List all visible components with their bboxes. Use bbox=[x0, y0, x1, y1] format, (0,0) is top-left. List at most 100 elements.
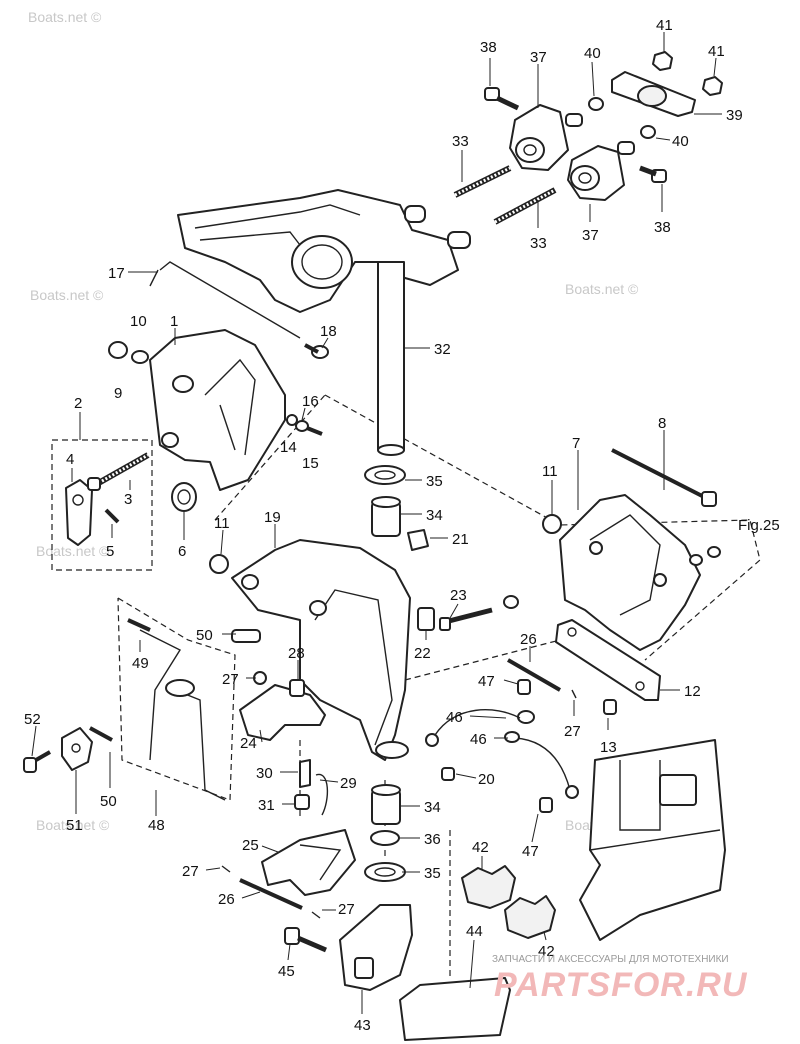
callout-label: 16 bbox=[302, 393, 319, 410]
steering-shaft bbox=[377, 261, 405, 456]
watermark: Boats.net © bbox=[565, 281, 639, 297]
shaft-bushings-lower bbox=[364, 784, 406, 882]
callout-label: 37 bbox=[530, 49, 547, 66]
clamp-bracket bbox=[559, 448, 721, 651]
leader-lines bbox=[31, 32, 722, 1014]
pin-26-lower bbox=[221, 865, 321, 919]
callout-label: 11 bbox=[214, 515, 230, 532]
group-box-2 bbox=[51, 439, 153, 571]
callout-label: 33 bbox=[452, 133, 469, 150]
callout-label: 40 bbox=[584, 45, 601, 62]
callout-label: 31 bbox=[258, 797, 275, 814]
callout-label: 28 bbox=[288, 645, 305, 662]
stern-bracket bbox=[231, 539, 411, 761]
callout-label: 45 bbox=[278, 963, 295, 980]
callout-label: 5 bbox=[106, 543, 114, 560]
callout-label: 9 bbox=[114, 385, 122, 402]
callout-label: 41 bbox=[708, 43, 725, 60]
stopper-links bbox=[294, 759, 329, 816]
callout-label: 1 bbox=[170, 313, 178, 330]
callout-label: 12 bbox=[684, 683, 701, 700]
guide-line bbox=[214, 394, 326, 521]
tilt-lock-rod bbox=[149, 261, 301, 339]
callout-label: 23 bbox=[450, 587, 467, 604]
callout-label: 27 bbox=[182, 863, 199, 880]
callout-label: 19 bbox=[264, 509, 281, 526]
callout-label: 25 bbox=[242, 837, 259, 854]
callout-label: 22 bbox=[414, 645, 431, 662]
callout-label: 27 bbox=[564, 723, 581, 740]
callout-label: 2 bbox=[74, 395, 82, 412]
guide-line-fig25 bbox=[324, 394, 761, 661]
callout-label: 29 bbox=[340, 775, 357, 792]
callout-label: 49 bbox=[132, 655, 149, 672]
callout-label: 13 bbox=[600, 739, 617, 756]
callout-label: 41 bbox=[656, 17, 673, 34]
callout-label: 51 bbox=[66, 817, 83, 834]
callout-label: 27 bbox=[222, 671, 239, 688]
callout-label: 39 bbox=[726, 107, 743, 124]
lever-bracket-hardware bbox=[23, 726, 113, 773]
shaft-bushings-upper bbox=[364, 465, 429, 551]
callout-label: 32 bbox=[434, 341, 451, 358]
watermark: Boats.net © bbox=[28, 9, 102, 25]
tilt-lock-bracket bbox=[261, 829, 356, 896]
callout-label: 47 bbox=[478, 673, 495, 690]
callout-label: 30 bbox=[256, 765, 273, 782]
callout-label: 8 bbox=[658, 415, 666, 432]
callout-label: 43 bbox=[354, 1017, 371, 1034]
callout-label: 27 bbox=[338, 901, 355, 918]
callout-label: 52 bbox=[24, 711, 41, 728]
anode-plate bbox=[555, 619, 661, 701]
callout-labels: 38 37 40 41 41 39 40 33 38 33 37 17 1 10… bbox=[24, 17, 780, 1034]
callout-label: 4 bbox=[66, 451, 74, 468]
lower-unit bbox=[579, 739, 726, 941]
callout-label: 47 bbox=[522, 843, 539, 860]
thrust-rod-holder bbox=[284, 904, 413, 991]
callout-label: 46 bbox=[446, 709, 463, 726]
callout-label: 42 bbox=[472, 839, 489, 856]
watermark: Boats.net © bbox=[36, 543, 110, 559]
callout-label: 11 bbox=[542, 463, 558, 480]
clamp-lever-group bbox=[65, 452, 150, 546]
callout-label: 35 bbox=[424, 865, 441, 882]
callout-label: 40 bbox=[672, 133, 689, 150]
mid-hardware bbox=[417, 595, 519, 631]
callout-label: 33 bbox=[530, 235, 547, 252]
washers-11 bbox=[209, 514, 562, 574]
tilt-stopper bbox=[239, 671, 326, 741]
callout-label: 14 bbox=[280, 439, 297, 456]
small-hardware-upper bbox=[108, 341, 329, 436]
callout-label: 48 bbox=[148, 817, 165, 834]
watermark: Boats.net © bbox=[36, 817, 110, 833]
callout-label: 34 bbox=[426, 507, 443, 524]
callout-label: 42 bbox=[538, 943, 555, 960]
callout-label: 35 bbox=[426, 473, 443, 490]
callout-label: 26 bbox=[520, 631, 537, 648]
callout-label: 36 bbox=[424, 831, 441, 848]
bushing-6 bbox=[171, 482, 197, 512]
callout-label: 38 bbox=[480, 39, 497, 56]
callout-label: 38 bbox=[654, 219, 671, 236]
brand-tagline: ЗАПЧАСТИ И АКСЕССУАРЫ ДЛЯ МОТОТЕХНИКИ bbox=[492, 954, 729, 965]
callout-label: 20 bbox=[478, 771, 495, 788]
brand-watermark: ЗАПЧАСТИ И АКСЕССУАРЫ ДЛЯ МОТОТЕХНИКИ PA… bbox=[492, 954, 747, 1004]
callout-label: 34 bbox=[424, 799, 441, 816]
rubber-mount-lower bbox=[567, 141, 635, 201]
callout-label: 50 bbox=[100, 793, 117, 810]
transom-pad bbox=[399, 977, 511, 1041]
ground-leads bbox=[425, 709, 579, 799]
watermark: Boats.net © bbox=[30, 287, 104, 303]
mount-plate bbox=[611, 51, 723, 117]
callout-label: 18 bbox=[320, 323, 337, 340]
callout-label: 44 bbox=[466, 923, 483, 940]
callout-label: 10 bbox=[130, 313, 147, 330]
callout-label: 17 bbox=[108, 265, 125, 282]
bolts-upper bbox=[453, 87, 667, 225]
guide-line bbox=[404, 639, 561, 681]
callout-label: 46 bbox=[470, 731, 487, 748]
callout-label: 26 bbox=[218, 891, 235, 908]
group-box-48 bbox=[117, 597, 236, 801]
callout-label: 37 bbox=[582, 227, 599, 244]
